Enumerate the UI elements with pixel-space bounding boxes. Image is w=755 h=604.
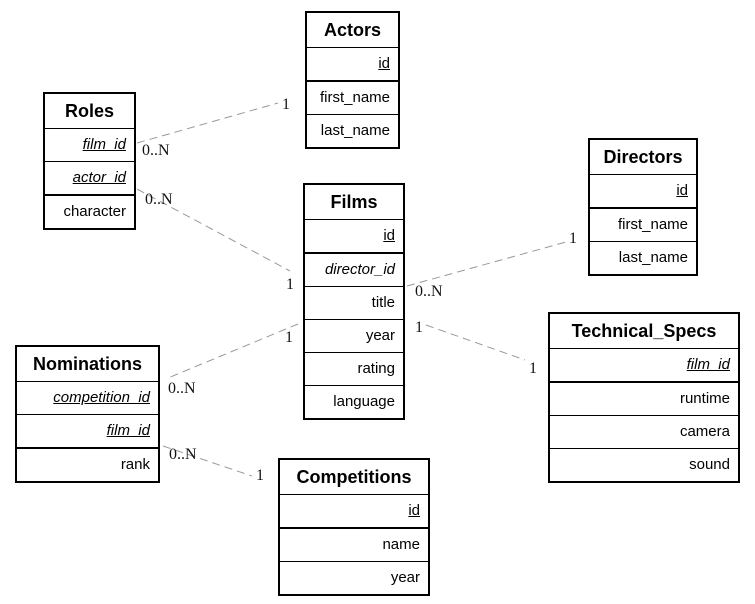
field-row-directors-first_name: first_name — [590, 209, 696, 242]
cardinality-label-roles-actors: 1 — [282, 96, 290, 113]
field-row-actors-first_name: first_name — [307, 82, 398, 115]
field-row-nominations-competition_id: competition_id — [17, 382, 158, 415]
field-label-technical_specs-runtime: runtime — [679, 390, 730, 407]
field-row-nominations-film_id: film_id — [17, 415, 158, 449]
entity-title-nominations: Nominations — [17, 347, 158, 382]
relationship-line-films-nominations — [167, 323, 299, 379]
cardinality-label-films-technical-specs: 1 — [415, 319, 423, 336]
field-label-competitions-id: id — [408, 502, 420, 519]
relationship-line-films-directors — [406, 241, 567, 287]
entity-title-actors: Actors — [307, 13, 398, 48]
field-label-films-rating: rating — [357, 360, 395, 377]
entity-title-roles: Roles — [45, 94, 134, 129]
field-row-films-year: year — [305, 320, 403, 353]
entity-title-competitions: Competitions — [280, 460, 428, 495]
field-label-competitions-name: name — [382, 536, 420, 553]
field-label-technical_specs-film_id: film_id — [686, 356, 730, 373]
cardinality-label-films-directors: 1 — [569, 230, 577, 247]
field-row-roles-film_id: film_id — [45, 129, 134, 162]
field-row-technical_specs-sound: sound — [550, 449, 738, 481]
field-row-actors-id: id — [307, 48, 398, 82]
field-row-technical_specs-runtime: runtime — [550, 383, 738, 416]
entity-title-films: Films — [305, 185, 403, 220]
field-row-films-title: title — [305, 287, 403, 320]
field-row-roles-actor_id: actor_id — [45, 162, 134, 196]
field-label-films-director_id: director_id — [324, 261, 395, 278]
field-row-technical_specs-camera: camera — [550, 416, 738, 449]
field-row-directors-id: id — [590, 175, 696, 209]
field-label-roles-film_id: film_id — [82, 136, 126, 153]
cardinality-label-films-directors: 0..N — [415, 283, 443, 300]
field-label-actors-id: id — [378, 55, 390, 72]
cardinality-label-nominations-competitions: 1 — [256, 467, 264, 484]
field-label-films-year: year — [365, 327, 395, 344]
cardinality-label-films-nominations: 0..N — [168, 380, 196, 397]
field-label-films-language: language — [333, 393, 395, 410]
field-label-roles-character: character — [63, 203, 126, 220]
field-row-competitions-name: name — [280, 529, 428, 562]
field-label-roles-actor_id: actor_id — [72, 169, 126, 186]
field-row-directors-last_name: last_name — [590, 242, 696, 274]
field-label-nominations-competition_id: competition_id — [53, 389, 150, 406]
entity-table-roles: Roles film_id actor_id character — [43, 92, 136, 230]
entity-table-actors: Actors id first_name last_name — [305, 11, 400, 149]
field-row-films-language: language — [305, 386, 403, 418]
field-row-nominations-rank: rank — [17, 449, 158, 481]
field-label-actors-first_name: first_name — [319, 89, 390, 106]
field-row-films-director_id: director_id — [305, 254, 403, 287]
cardinality-label-nominations-competitions: 0..N — [169, 446, 197, 463]
field-row-actors-last_name: last_name — [307, 115, 398, 147]
field-label-directors-last_name: last_name — [618, 249, 688, 266]
field-row-technical_specs-film_id: film_id — [550, 349, 738, 383]
cardinality-label-roles-films: 1 — [286, 276, 294, 293]
field-label-actors-last_name: last_name — [320, 122, 390, 139]
field-label-competitions-year: year — [390, 569, 420, 586]
cardinality-label-films-technical-specs: 1 — [529, 360, 537, 377]
cardinality-label-films-nominations: 1 — [285, 329, 293, 346]
field-label-technical_specs-sound: sound — [689, 456, 730, 473]
field-label-nominations-film_id: film_id — [106, 422, 150, 439]
cardinality-label-roles-actors: 0..N — [142, 142, 170, 159]
relationship-line-nominations-competitions — [162, 445, 253, 477]
field-label-films-id: id — [383, 227, 395, 244]
field-label-directors-id: id — [676, 182, 688, 199]
entity-table-competitions: Competitions id name year — [278, 458, 430, 596]
field-label-directors-first_name: first_name — [617, 216, 688, 233]
field-row-films-id: id — [305, 220, 403, 254]
cardinality-label-roles-films: 0..N — [145, 191, 173, 208]
relationship-line-roles-actors — [136, 102, 279, 144]
field-row-competitions-id: id — [280, 495, 428, 529]
entity-title-directors: Directors — [590, 140, 696, 175]
field-label-nominations-rank: rank — [120, 456, 150, 473]
relationship-line-roles-films — [136, 188, 291, 272]
field-row-competitions-year: year — [280, 562, 428, 594]
entity-title-technical_specs: Technical_Specs — [550, 314, 738, 349]
entity-table-directors: Directors id first_name last_name — [588, 138, 698, 276]
field-row-roles-character: character — [45, 196, 134, 228]
field-label-technical_specs-camera: camera — [679, 423, 730, 440]
field-row-films-rating: rating — [305, 353, 403, 386]
relationship-line-films-technical-specs — [425, 324, 526, 361]
field-label-films-title: title — [371, 294, 395, 311]
